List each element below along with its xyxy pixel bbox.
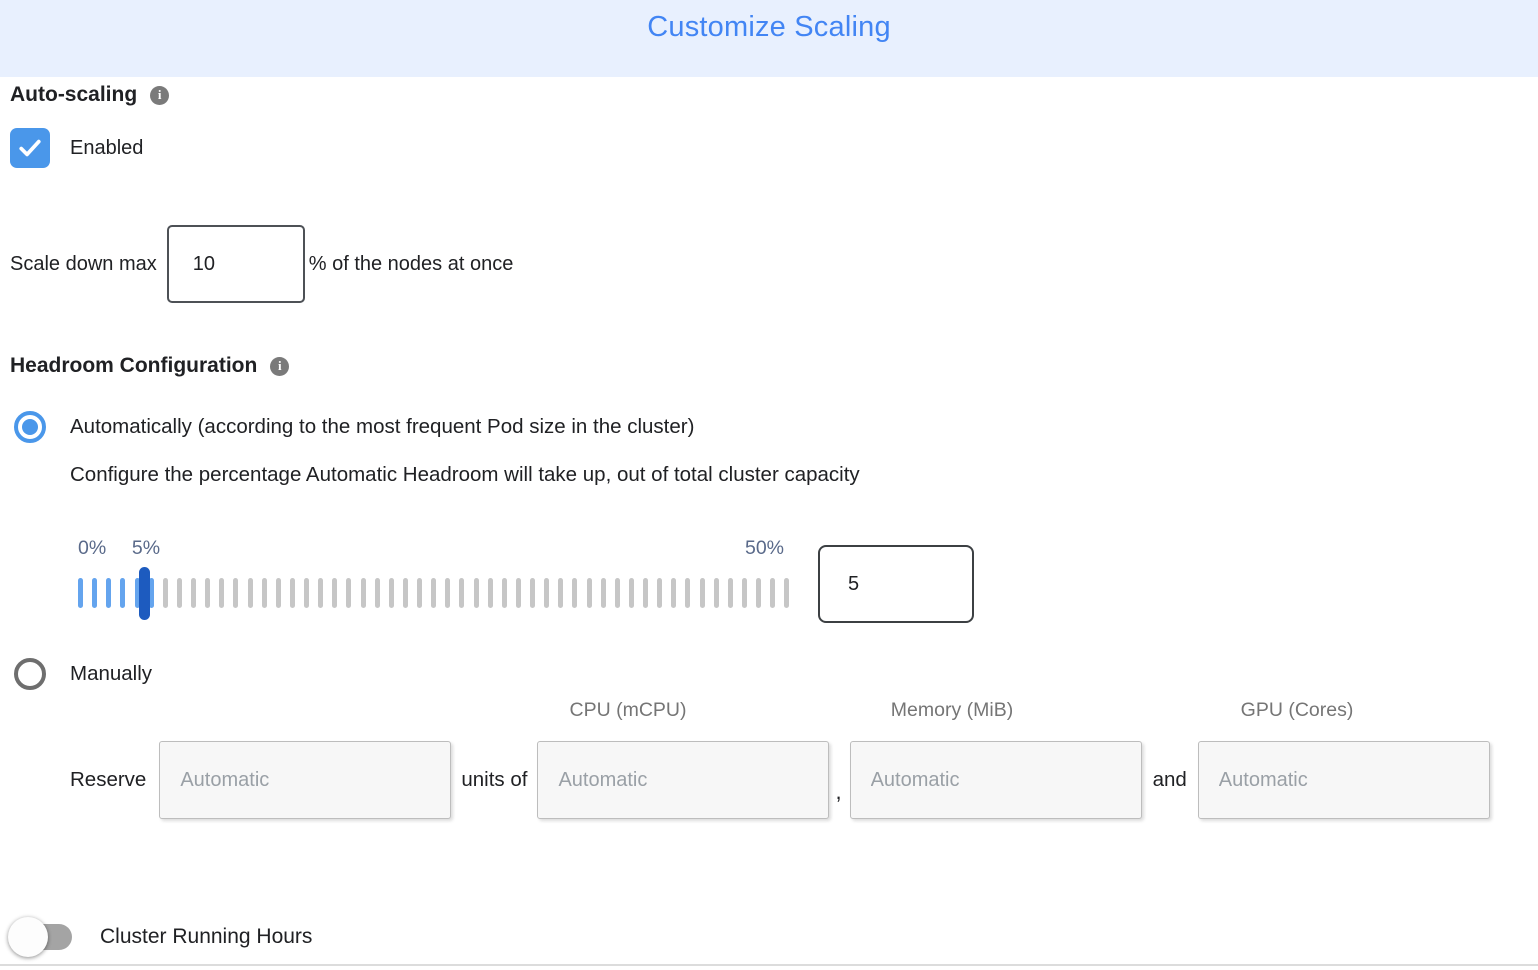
slider-tick[interactable] [431, 578, 437, 608]
page-title: Customize Scaling [647, 11, 891, 43]
slider-tick[interactable] [417, 578, 422, 608]
slider-tick[interactable] [374, 578, 380, 608]
slider-tick[interactable] [614, 578, 620, 608]
slider-tick[interactable] [756, 578, 761, 608]
slider-tick[interactable] [332, 578, 338, 608]
enabled-label: Enabled [70, 136, 144, 159]
slider-tick[interactable] [346, 578, 352, 608]
toggle-knob-icon [8, 917, 48, 957]
slider-tick[interactable] [318, 578, 324, 608]
slider-min-label: 0% [78, 537, 107, 559]
slider-tick[interactable] [473, 578, 479, 608]
reserve-memory-input[interactable] [849, 741, 1142, 819]
slider-tick[interactable] [530, 578, 535, 608]
scale-down-prefix: Scale down max [10, 252, 157, 275]
slider-tick[interactable] [487, 578, 493, 608]
slider-tick[interactable] [360, 578, 366, 608]
slider-tick[interactable] [219, 578, 225, 608]
cpu-column-header: CPU (mCPU) [569, 699, 687, 721]
slider-tick[interactable] [459, 578, 465, 608]
enabled-checkbox[interactable] [10, 128, 50, 168]
auto-scaling-enabled-row: Enabled [10, 128, 143, 168]
reserve-cpu-input[interactable] [537, 741, 830, 819]
bottom-divider [0, 964, 1538, 966]
reserve-gpu-input[interactable] [1197, 741, 1490, 819]
slider-tick[interactable] [120, 578, 126, 608]
slider-tick[interactable] [558, 578, 564, 608]
slider-tick[interactable] [685, 578, 691, 608]
slider-tick[interactable] [205, 578, 211, 608]
auto-scaling-label: Auto-scaling [10, 83, 138, 106]
memory-column-header: Memory (MiB) [890, 699, 1014, 721]
slider-tick[interactable] [78, 578, 83, 608]
automatic-radio-label: Automatically (according to the most fre… [70, 415, 695, 438]
slider-tick[interactable] [515, 578, 521, 608]
slider-labels: 0% 5% 50% [78, 537, 788, 561]
manually-radio-label: Manually [70, 662, 153, 685]
headroom-manual-option: Manually [14, 658, 152, 690]
headroom-auto-option: Automatically (according to the most fre… [14, 411, 694, 443]
slider-tick[interactable] [727, 578, 733, 608]
reserve-label: Reserve [70, 768, 147, 791]
slider-tick[interactable] [402, 578, 408, 608]
slider-current-label: 5% [131, 537, 161, 559]
cluster-running-hours-toggle[interactable] [8, 914, 74, 960]
cluster-running-hours-row: Cluster Running Hours [8, 914, 313, 960]
scale-down-row: Scale down max % of the nodes at once [10, 225, 513, 303]
slider-tick[interactable] [741, 578, 747, 608]
auto-scaling-header: Auto-scaling i [10, 83, 170, 107]
panel-header: Customize Scaling [0, 0, 1538, 77]
slider-tick[interactable] [106, 578, 112, 608]
slider-tick[interactable] [501, 578, 507, 608]
slider-max-label: 50% [744, 537, 784, 559]
slider-tick[interactable] [544, 578, 550, 608]
slider-tick[interactable] [643, 578, 648, 608]
info-icon[interactable]: i [270, 356, 290, 376]
slider-tick[interactable] [600, 578, 606, 608]
gpu-column-header: GPU (Cores) [1240, 699, 1354, 721]
headroom-header: Headroom Configuration i [10, 354, 290, 378]
slider-tick[interactable] [784, 578, 790, 608]
checkmark-icon [19, 139, 41, 157]
reserve-row: Reserve units of , and [70, 741, 1490, 819]
slider-tick[interactable] [275, 578, 281, 608]
slider-tick[interactable] [657, 578, 663, 608]
scale-down-max-input[interactable] [166, 225, 305, 303]
slider-tick[interactable] [713, 578, 719, 608]
units-of-label: units of [461, 768, 528, 791]
slider-tick[interactable] [770, 578, 776, 608]
cluster-running-hours-label: Cluster Running Hours [100, 925, 313, 948]
and-label: and [1152, 768, 1187, 791]
slider-tick[interactable] [671, 578, 677, 608]
manually-radio[interactable] [14, 658, 46, 690]
slider-tick[interactable] [304, 578, 309, 608]
automatic-radio[interactable] [14, 411, 46, 443]
slider-tick[interactable] [388, 578, 394, 608]
reserve-units-input[interactable] [159, 741, 452, 819]
slider-tick[interactable] [233, 578, 239, 608]
headroom-percentage-input[interactable] [818, 545, 974, 623]
headroom-label: Headroom Configuration [10, 354, 258, 377]
slider-tick[interactable] [261, 578, 267, 608]
slider-tick[interactable] [162, 578, 168, 608]
comma-separator: , [835, 779, 842, 804]
slider-tick[interactable] [191, 578, 196, 608]
slider-tick[interactable] [699, 578, 705, 608]
slider-tick[interactable] [247, 578, 253, 608]
slider-tick[interactable] [134, 578, 140, 608]
slider-tick[interactable] [92, 578, 98, 608]
slider-tick[interactable] [445, 578, 451, 608]
slider-tick[interactable] [148, 578, 154, 608]
slider-ticks[interactable] [78, 578, 790, 608]
slider-tick[interactable] [176, 578, 182, 608]
headroom-slider-block: 0% 5% 50% [78, 537, 998, 627]
slider-tick[interactable] [289, 578, 295, 608]
scale-down-suffix: % of the nodes at once [308, 252, 514, 275]
slider-tick[interactable] [628, 578, 634, 608]
headroom-auto-description: Configure the percentage Automatic Headr… [70, 463, 860, 486]
slider-tick[interactable] [586, 578, 592, 608]
info-icon[interactable]: i [150, 85, 170, 105]
slider-thumb[interactable] [139, 567, 150, 620]
slider-tick[interactable] [572, 578, 578, 608]
